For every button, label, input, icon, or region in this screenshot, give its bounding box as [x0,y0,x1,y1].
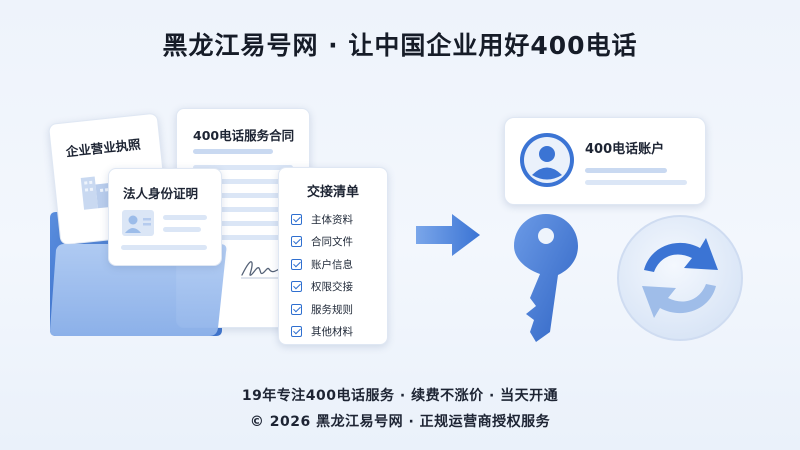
user-avatar-icon [520,133,574,187]
checklist-item: 权限交接 [291,276,353,299]
business-license-title: 企业营业执照 [65,136,142,160]
footer-tagline: 19年专注400电话服务 · 续费不涨价 · 当天开通 [241,388,559,404]
account-label: 400电话账户 [585,142,665,157]
footer-copyright: © 2026 黑龙江易号网 · 正规运营商授权服务 [249,414,551,430]
id-proof-title: 法人身份证明 [123,186,199,201]
checklist-item: 主体资料 [291,208,353,231]
checklist-item: 服务规则 [291,298,353,321]
service-contract-title: 400电话服务合同 [193,128,295,143]
folder-front [50,244,227,336]
checklist-item: 账户信息 [291,253,353,276]
checklist-item: 其他材料 [291,321,353,344]
checklist-item: 合同文件 [291,231,353,254]
arrow-right-icon [416,214,480,256]
checkbox-checked-icon [291,326,302,338]
id-proof-card: 法人身份证明 [108,168,222,266]
account-card: 400电话账户 [504,117,706,205]
key-icon [514,214,578,342]
checkbox-checked-icon [291,281,302,293]
checklist: 主体资料 合同文件 账户信息 权限交接 服务规则 其他材料 [291,208,353,343]
checkbox-checked-icon [291,258,302,270]
checkbox-checked-icon [291,213,302,225]
sync-icon [617,215,743,341]
id-card-icon [122,210,154,236]
checklist-title: 交接清单 [306,185,359,200]
page-title: 黑龙江易号网 · 让中国企业用好400电话 [162,31,638,60]
checkbox-checked-icon [291,236,302,248]
signature-icon [241,261,283,279]
handover-checklist-card: 交接清单 主体资料 合同文件 账户信息 权限交接 服务规则 其他材料 [278,167,388,345]
checkbox-checked-icon [291,303,302,315]
